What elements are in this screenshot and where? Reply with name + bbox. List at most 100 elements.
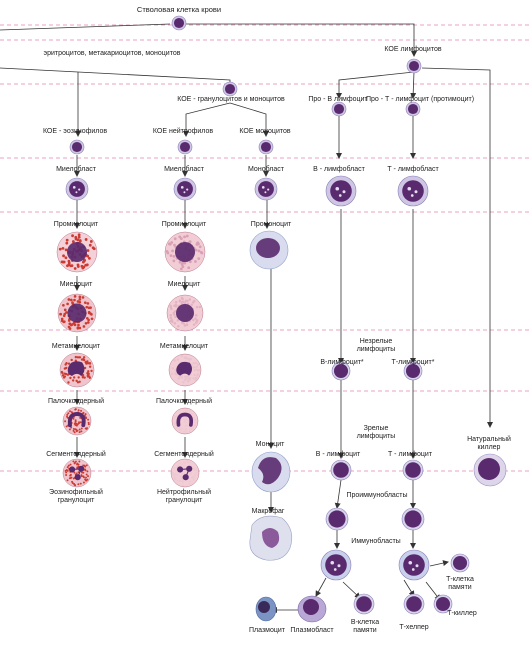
label-b-lympho-star: В-лимфоцит* — [320, 359, 364, 366]
label-t-lympho-star: Т-лимфоцит* — [391, 359, 435, 366]
cell-b-proimmunoblast — [325, 507, 349, 531]
label-koe-mono: КОЕ моноцитов — [239, 128, 291, 135]
cell-t-lympho-star — [403, 361, 423, 381]
label-pro-b: Про - В лимфоцит — [308, 96, 368, 103]
label-koe-eos: КОЕ - эозинофилов — [42, 128, 108, 135]
cell-b-lymphoblast — [325, 175, 357, 207]
label-pro-t: Про - Т - лимфоцит (протимоцит) — [365, 96, 475, 103]
label-b-memory: В-клетка памяти — [350, 619, 380, 634]
cell-neut-promyelocyte — [164, 231, 206, 273]
cell-monoblast — [254, 177, 278, 201]
cell-koe-neut — [177, 139, 193, 155]
connector-8 — [410, 71, 417, 99]
cell-stem — [171, 15, 187, 31]
label-t-lymphoblast: Т - лимфобласт — [387, 166, 439, 173]
label-mature-lympho: Зрелые лимфоциты — [356, 425, 396, 440]
cell-eos-promyelocyte — [56, 231, 98, 273]
label-metamyelocyte-1: Метамиелоцит — [51, 343, 101, 350]
cell-eos-metamyelocyte — [59, 352, 95, 388]
label-t-memory: Т-клетка памяти — [446, 576, 474, 591]
label-natural-killer: Натуральный киллер — [467, 436, 511, 451]
connector-36 — [315, 577, 327, 597]
cell-promonocyte — [249, 230, 289, 270]
cell-b-immunoblast — [320, 549, 352, 581]
cell-t-proimmunoblast — [401, 507, 425, 531]
cell-eos-band — [62, 406, 92, 436]
label-segmented-1: Сегментоядерный — [46, 451, 106, 458]
cell-koe-lympho — [406, 58, 422, 74]
connector-1 — [0, 23, 171, 31]
label-proimmunoblasts: Проиммунобласты — [346, 492, 408, 499]
label-immature-lympho: Незрелые лимфоциты — [356, 338, 396, 353]
connector-7 — [336, 71, 415, 99]
label-metamyelocyte-2: Метамиелоцит — [159, 343, 209, 350]
cell-b-lympho — [330, 459, 352, 481]
label-neut-granulocyte: Нейтрофильный гранулоцит — [156, 489, 212, 504]
label-t-lympho: Т - лимфоцит — [387, 451, 433, 458]
label-monocyte: Моноцит — [255, 441, 285, 448]
cell-t-killer — [433, 594, 453, 614]
connector-6 — [229, 102, 269, 137]
label-stem-cell: Стволовая клетка крови — [136, 5, 222, 14]
cell-plasmocyte — [255, 596, 277, 622]
label-promyelocyte-2: Промиелоцит — [161, 221, 207, 228]
label-t-helper: Т-хелпер — [399, 624, 429, 631]
connector-3 — [0, 67, 231, 92]
cell-t-memory — [450, 553, 470, 573]
connector-5 — [183, 102, 231, 137]
connector-39 — [429, 560, 449, 567]
label-myelocyte-2: Миелоцит — [167, 281, 201, 288]
label-koe-gran-mono: КОЕ - гранулоцитов и моноцитов — [177, 96, 285, 103]
cell-t-lympho — [402, 459, 424, 481]
cell-myeloblast-1 — [65, 177, 89, 201]
cell-koe-mono — [258, 139, 274, 155]
label-koe-lympho: КОЕ лимфоцитов — [384, 46, 442, 53]
cell-pro-b — [331, 101, 347, 117]
cell-macrophage — [249, 515, 293, 561]
cell-monocyte — [251, 451, 291, 493]
label-plasmocyte: Плазмоцит — [249, 627, 285, 634]
cell-neut-myelocyte — [166, 294, 204, 332]
label-plasmoblast: Плазмобласт — [290, 627, 334, 634]
cell-t-helper — [403, 593, 425, 615]
cell-t-immunoblast — [398, 549, 430, 581]
cell-eos-myelocyte — [57, 293, 97, 333]
connector-37 — [342, 581, 361, 599]
label-promyelocyte-1: Промиелоцит — [53, 221, 99, 228]
label-eos-granulocyte: Эозинофильный гранулоцит — [49, 489, 103, 504]
label-macrophage: Макрофаг — [251, 508, 285, 515]
cell-neut-band — [171, 407, 199, 435]
cell-neut-segmented — [170, 458, 200, 488]
cell-koe-gran-mono — [222, 81, 238, 97]
label-myeloblast-1: Миелобласт — [56, 166, 96, 173]
label-band-1: Палочкоядерный — [48, 398, 104, 405]
connector-38 — [403, 579, 415, 597]
label-eryth-branch: эритроцитов, метакариоцитов, моноцитов — [43, 50, 181, 57]
cell-myeloblast-2 — [173, 177, 197, 201]
label-monoblast: Монобласт — [248, 166, 284, 173]
cell-eos-segmented — [62, 458, 92, 488]
cell-natural-killer — [473, 453, 507, 487]
label-myeloblast-2: Миелобласт — [164, 166, 204, 173]
cell-b-memory — [353, 593, 375, 615]
label-koe-neut: КОЕ нейтрофилов — [152, 128, 214, 135]
cell-pro-t — [405, 101, 421, 117]
label-immunoblasts: Иммунобласты — [351, 538, 401, 545]
cell-koe-eos — [69, 139, 85, 155]
label-segmented-2: Сегментоядерный — [154, 451, 214, 458]
cell-neut-metamyelocyte — [168, 353, 202, 387]
label-band-2: Палочкоядерный — [156, 398, 212, 405]
label-myelocyte-1: Миелоцит — [59, 281, 93, 288]
connector-2 — [186, 23, 417, 57]
cell-b-lympho-star — [331, 361, 351, 381]
label-b-lympho: В - лимфоцит — [315, 451, 361, 458]
label-b-lymphoblast: В - лимфобласт — [313, 166, 365, 173]
label-promonocyte: Промоноцит — [250, 221, 292, 228]
cell-plasmoblast — [297, 595, 327, 623]
connector-32 — [334, 479, 342, 509]
connector-9 — [421, 67, 493, 428]
cell-t-lymphoblast — [397, 175, 429, 207]
label-t-killer: Т-киллер — [447, 610, 477, 617]
